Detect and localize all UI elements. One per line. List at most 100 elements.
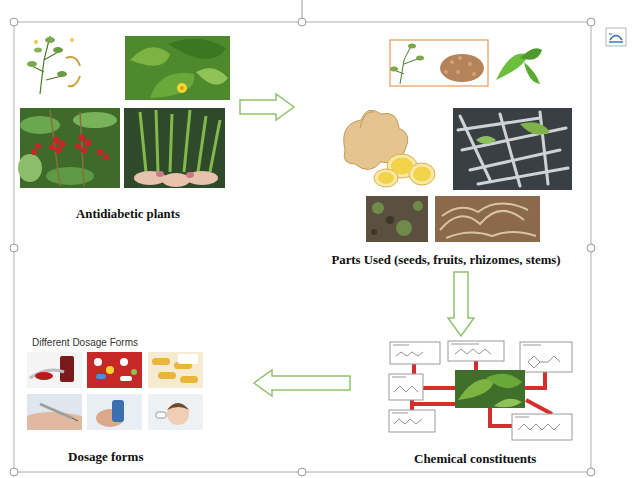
- chemical-structures-part-part: [523, 344, 541, 346]
- ginger-plant: [124, 108, 225, 188]
- seeds-panel-part-part: [468, 62, 472, 66]
- chemical-structures-part: [455, 370, 525, 408]
- dosage-photos-part: [27, 412, 82, 430]
- berry-plant-part-part: [85, 140, 92, 147]
- ginger-plant-part-part: [210, 120, 220, 172]
- selection-frame-part: [587, 18, 595, 26]
- seeds-panel-part: [416, 56, 424, 61]
- dosage-photos-part: [87, 394, 142, 430]
- bitter-gourd-leaves-part: [196, 68, 228, 85]
- layout-icon-part: [606, 28, 626, 46]
- dosage-photos-part: [60, 356, 74, 382]
- dried-stems-part-part: [500, 114, 520, 186]
- layout-icon-part: [609, 34, 612, 35]
- bark-pieces-part-part: [413, 201, 423, 211]
- dosage-photos-part: [27, 352, 82, 388]
- selection-frame-part: [298, 468, 306, 476]
- chemical-structures-part: [486, 374, 522, 388]
- bitter-gourd-leaves-part: [150, 73, 194, 98]
- bitter-gourd-leaves-part: [177, 83, 187, 93]
- chemical-structures-part-part: [390, 342, 440, 364]
- chemical-structures-part-part: [394, 386, 418, 392]
- chemical-structures-part: [389, 341, 572, 440]
- ginger-plant-part: [156, 171, 194, 178]
- berry-plant-part-part: [55, 147, 62, 154]
- chemical-structures-part-part: [396, 352, 423, 356]
- fenugreek-drawing-part: [34, 48, 42, 53]
- bark-pieces-part: [371, 216, 394, 235]
- seeds-panel-part: [390, 40, 488, 86]
- fenugreek-drawing-part: [28, 33, 83, 95]
- berry-plant-part-part: [75, 143, 81, 149]
- seeds-panel-part-part: [458, 56, 462, 60]
- chemical-structures-part: [392, 343, 541, 418]
- ginger-rhizome: [335, 105, 440, 190]
- chemical-structures-part-part: [448, 341, 504, 361]
- fenugreek-drawing-part: [66, 57, 80, 86]
- dried-stems: [453, 108, 572, 190]
- flow-panel: Parts Used (seeds, fruits, rhizomes, ste…: [296, 38, 596, 270]
- ginger-plant-part: [124, 108, 225, 188]
- chemical-structures-part-part: [392, 412, 408, 414]
- fenugreek-drawing-part: [27, 61, 37, 67]
- chemical-structures-part-part: [451, 343, 479, 345]
- dosage-photos-part-part: [106, 366, 114, 374]
- dosage-photos-part-part: [120, 376, 132, 381]
- chemical-structures-part-part: [520, 342, 572, 372]
- ginger-plant-part-part: [162, 173, 190, 187]
- layout-icon-part: [609, 41, 623, 42]
- dosage-photos-part: [87, 352, 142, 388]
- layout-icon-part: [610, 36, 622, 41]
- berry-plant-part-part: [97, 149, 103, 155]
- berry-plant-part-part: [53, 137, 60, 144]
- ginger-plant-part-part: [186, 171, 218, 185]
- dosage-photos-part: [72, 418, 78, 421]
- seeds-panel-part: [408, 44, 416, 49]
- flow-arrow: [254, 370, 350, 396]
- selection-frame-part: [14, 22, 591, 472]
- bitter-gourd-leaves-part: [130, 47, 170, 66]
- selection-frame-part: [302, 0, 303, 18]
- ginger-rhizome-part-part: [378, 172, 394, 184]
- chemical-structures-part-part: [515, 416, 529, 418]
- dried-stems-part-part: [462, 128, 566, 150]
- ginger-plant-part-part: [140, 112, 146, 172]
- ginger-plant-part-part: [134, 171, 166, 185]
- dosage-photos-part-part: [94, 358, 102, 366]
- ginger-plant-part: [134, 171, 218, 187]
- dosage-photos-part-part: [180, 376, 198, 383]
- chemical-structures-part: [458, 379, 494, 400]
- bark-pieces-part-part: [371, 229, 377, 235]
- seeds-panel-part-part: [456, 70, 460, 74]
- chemical-structures-part-part: [528, 356, 560, 368]
- dosage-photos: [27, 352, 203, 430]
- panel-heading: Different Dosage Forms: [32, 336, 138, 349]
- dosage-photos-part: [112, 400, 124, 422]
- selection-frame-part: [10, 244, 18, 252]
- panel-caption: Parts Used (seeds, fruits, rhizomes, ste…: [296, 252, 596, 268]
- selection-frame: [10, 0, 595, 476]
- dried-stems-part: [476, 136, 496, 144]
- berry-plant-part-part: [35, 143, 41, 149]
- seeds-panel-part: [440, 54, 484, 82]
- ginger-plant-part-part: [198, 116, 206, 172]
- fenugreek-drawing-part: [34, 40, 38, 44]
- seeds-panel-part-part: [472, 72, 476, 76]
- chemical-structures-part-part: [389, 374, 423, 400]
- selection-frame-part: [587, 468, 595, 476]
- bitter-gourd-leaves: [125, 36, 230, 100]
- chemical-structures-part: [394, 349, 560, 430]
- dosage-photos-part: [40, 404, 72, 418]
- bark-pieces-part-part: [386, 216, 394, 224]
- selection-frame-part: [298, 18, 306, 26]
- panel-caption: Dosage forms: [68, 449, 143, 465]
- dosage-photos-part-part: [96, 374, 106, 379]
- dosage-photos-part-part: [158, 372, 176, 379]
- bitter-gourd-leaves-part: [168, 39, 226, 59]
- dosage-photos-part: [167, 403, 189, 425]
- bitter-gourd-fruit-part: [520, 48, 542, 60]
- ginger-plant-part-part: [156, 171, 164, 177]
